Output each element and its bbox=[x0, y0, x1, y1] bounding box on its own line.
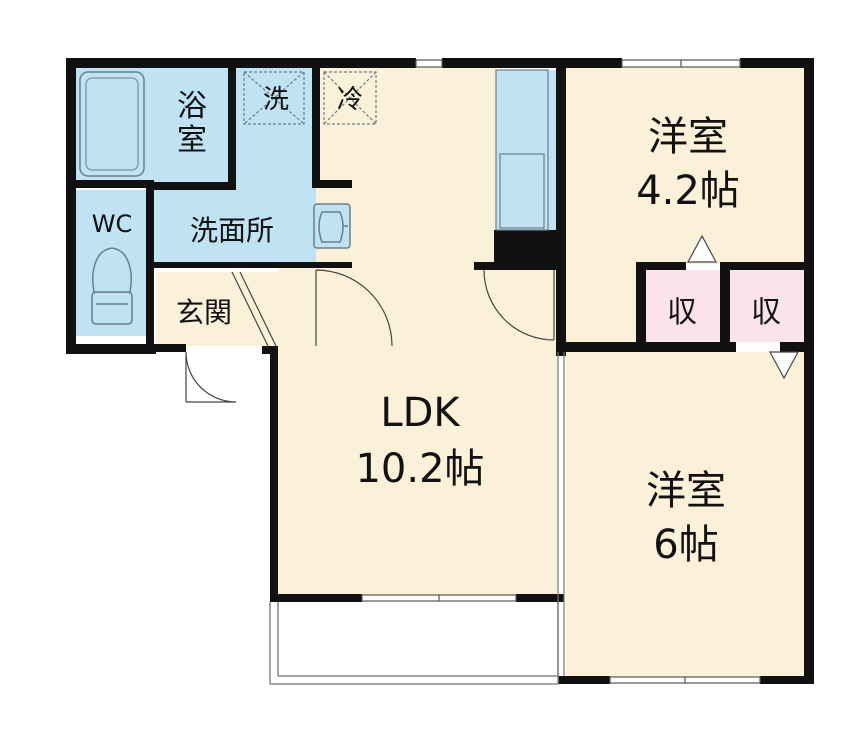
bathtub-inner bbox=[85, 77, 139, 171]
label-ldk-name: LDK bbox=[380, 390, 461, 436]
room1-floor-lower bbox=[566, 264, 640, 346]
balcony bbox=[269, 602, 559, 685]
label-closet1: 収 bbox=[667, 295, 697, 330]
label-bath-line2: 室 bbox=[177, 123, 207, 158]
bathtub-fixture bbox=[79, 71, 145, 177]
label-ldk-size: 10.2帖 bbox=[355, 446, 484, 492]
label-closet2: 収 bbox=[751, 295, 781, 330]
label-room2-name: 洋室 bbox=[646, 468, 726, 514]
closet1-floor bbox=[644, 270, 720, 342]
sliding-door bbox=[557, 352, 565, 676]
label-bath-line1: 浴 bbox=[177, 89, 207, 124]
fridge-box bbox=[323, 71, 377, 125]
label-washroom: 洗面所 bbox=[190, 214, 274, 247]
ldk-floor-mid bbox=[496, 266, 558, 346]
label-entrance: 玄関 bbox=[176, 296, 232, 329]
toilet-fixture bbox=[91, 247, 133, 325]
label-fridge: 冷 bbox=[337, 85, 363, 115]
room1-floor bbox=[566, 66, 806, 264]
windows bbox=[361, 59, 761, 684]
walls bbox=[66, 58, 814, 684]
sink-fixture bbox=[313, 203, 351, 249]
label-wc: WC bbox=[92, 210, 133, 238]
label-room1-name: 洋室 bbox=[648, 114, 728, 160]
kitchen-details bbox=[495, 69, 549, 231]
laundry-floor bbox=[236, 66, 314, 186]
label-washer: 洗 bbox=[263, 85, 289, 115]
door-swings bbox=[185, 234, 800, 403]
closet2-floor bbox=[728, 270, 804, 342]
room2-floor bbox=[566, 352, 806, 678]
label-room1-size: 4.2帖 bbox=[636, 168, 740, 214]
kitchen-counter bbox=[496, 70, 558, 230]
label-room2-size: 6帖 bbox=[653, 522, 718, 568]
washer-box bbox=[243, 71, 305, 125]
